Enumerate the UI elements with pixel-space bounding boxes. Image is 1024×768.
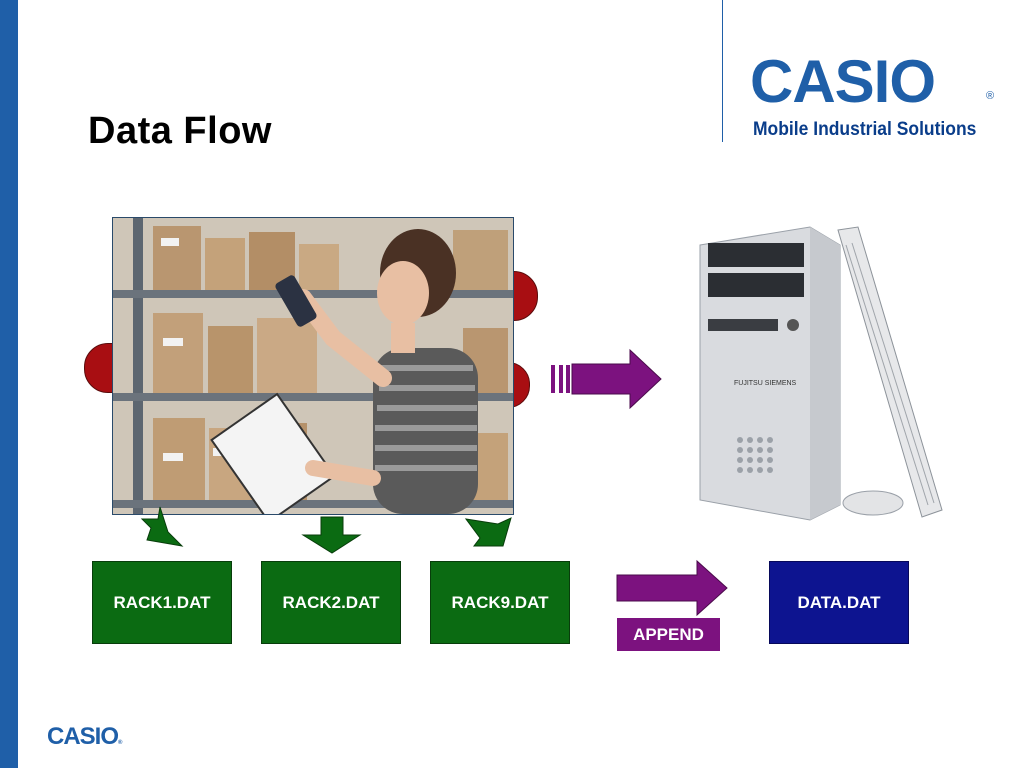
desktop-computer-illustration: FUJITSU SIEMENS: [699, 226, 943, 521]
pc-brand-label: FUJITSU SIEMENS: [734, 380, 797, 387]
footer-registered-mark: ®: [118, 740, 123, 746]
casio-logo: CASIO ®: [750, 52, 1000, 112]
left-accent-bar: [0, 0, 18, 768]
rack9-file-box: RACK9.DAT: [430, 561, 570, 644]
append-arrow: [616, 559, 728, 617]
down-arrow-rack9: [464, 517, 512, 547]
header-divider: [722, 0, 723, 142]
rack1-file-box: RACK1.DAT: [92, 561, 232, 644]
registered-mark: ®: [986, 90, 995, 102]
warehouse-illustration: [113, 218, 513, 514]
footer-logo-text: CASIO: [47, 723, 119, 750]
rack2-file-box: RACK2.DAT: [261, 561, 401, 644]
logo-wordmark: CASIO: [750, 48, 936, 115]
warehouse-photo: [112, 217, 514, 515]
brand-tagline: Mobile Industrial Solutions: [753, 119, 977, 140]
down-arrow-rack1: [140, 506, 184, 547]
down-arrow-rack2: [301, 516, 362, 554]
data-file-box: DATA.DAT: [769, 561, 909, 644]
slide-title: Data Flow: [88, 110, 272, 152]
append-label: APPEND: [617, 618, 720, 651]
footer-casio-logo: CASIO®: [47, 723, 123, 751]
upload-arrow: [551, 348, 662, 410]
